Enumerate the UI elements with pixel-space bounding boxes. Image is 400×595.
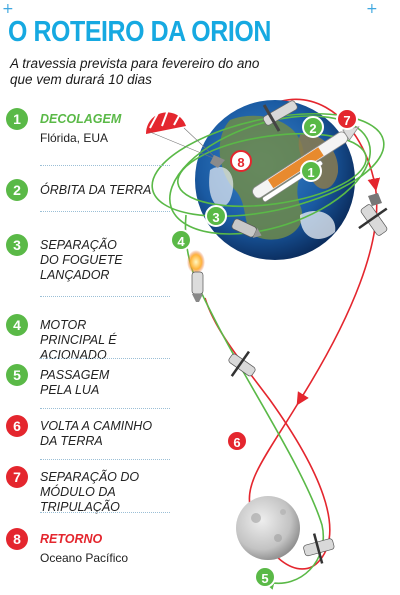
subtitle: A travessia prevista para fevereiro do a… xyxy=(10,56,260,87)
orion-capsule-icon xyxy=(187,250,205,302)
earth-orbit xyxy=(177,133,367,207)
moon-icon xyxy=(236,496,300,560)
diagram-marker-8: 8 xyxy=(230,150,252,172)
return-path-lower xyxy=(204,297,331,570)
diagram-marker-5: 5 xyxy=(254,566,276,588)
diagram-marker-2: 2 xyxy=(302,116,324,138)
page-title: O ROTEIRO DA ORION xyxy=(8,16,271,48)
diagram-marker-7: 7 xyxy=(336,108,358,130)
plus-icon: + xyxy=(2,1,14,17)
return-path xyxy=(248,98,381,506)
rocket-icon xyxy=(231,218,262,239)
parachute-icon xyxy=(146,109,225,168)
orion-capsule-icon xyxy=(368,193,382,206)
diagram-marker-6: 6 xyxy=(226,430,248,452)
diagram-marker-1: 1 xyxy=(300,160,322,182)
orion-capsule-icon xyxy=(228,350,256,377)
earth-orbit xyxy=(168,115,372,235)
orion-capsule-icon xyxy=(262,100,298,132)
diagram-marker-3: 3 xyxy=(205,205,227,227)
plus-icon: + xyxy=(366,1,378,17)
diagram-marker-4: 4 xyxy=(170,229,192,251)
orion-capsule-icon xyxy=(303,533,335,564)
orion-capsule-icon xyxy=(358,204,388,236)
earth-orbit xyxy=(151,112,385,218)
